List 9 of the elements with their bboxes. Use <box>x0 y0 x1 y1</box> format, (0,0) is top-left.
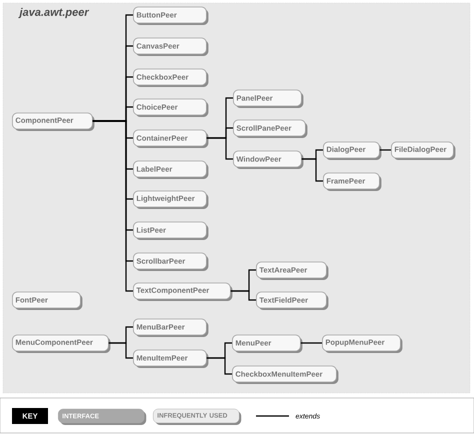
connector <box>92 120 133 292</box>
connector <box>230 290 256 301</box>
connector <box>380 149 391 151</box>
connector <box>302 158 323 182</box>
connector <box>300 342 322 344</box>
title: java.awt.peer <box>18 8 90 18</box>
connector <box>206 137 233 160</box>
connector <box>206 357 232 375</box>
connector <box>108 342 133 359</box>
